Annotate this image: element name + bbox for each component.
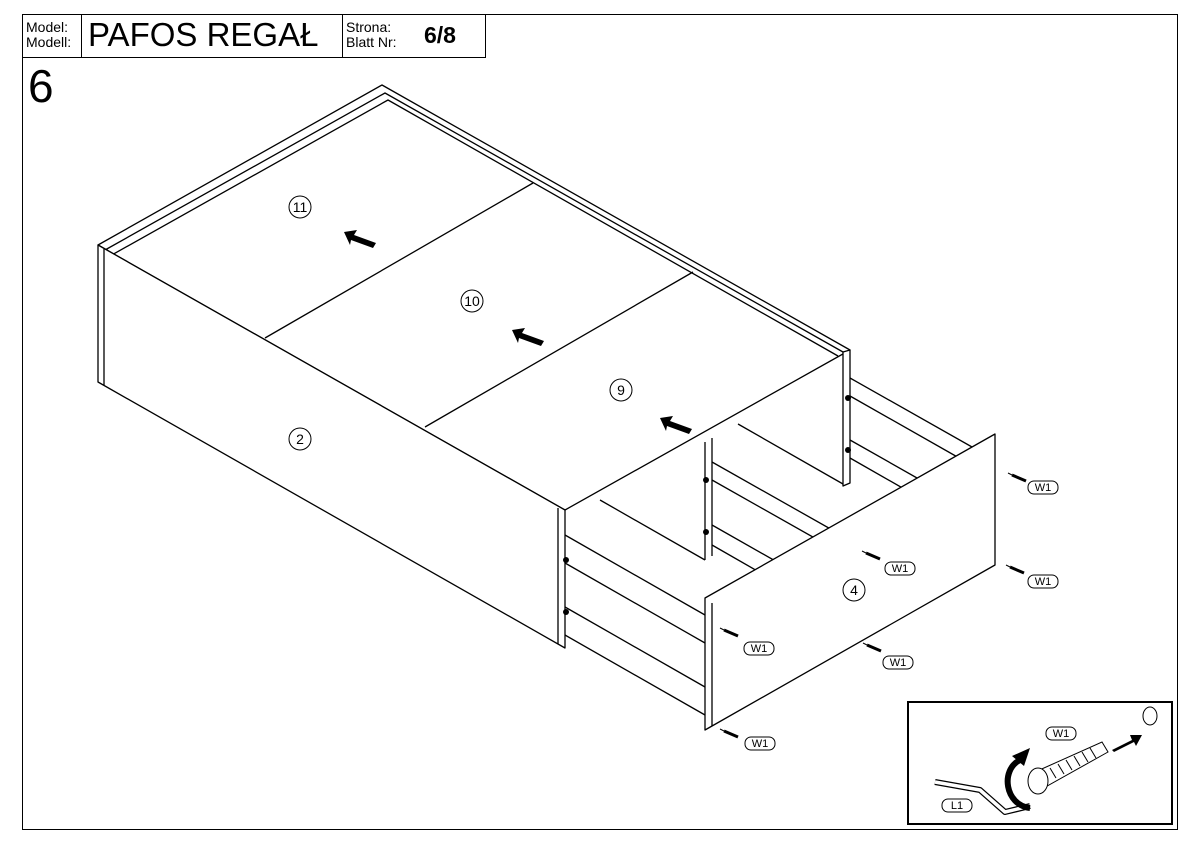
part-4-label: 4 bbox=[850, 582, 858, 598]
page-label: Strona: Blatt Nr: bbox=[342, 14, 420, 58]
part-2-label: 2 bbox=[296, 431, 304, 447]
part-9-label: 9 bbox=[617, 382, 625, 398]
detail-tool-label: L1 bbox=[951, 800, 963, 812]
detail-inset: W1 L1 bbox=[907, 701, 1173, 825]
model-label: Model: Modell: bbox=[22, 14, 82, 58]
detail-screw-label: W1 bbox=[1053, 728, 1070, 740]
screw-label: W1 bbox=[751, 643, 768, 655]
page-number: 6/8 bbox=[418, 14, 486, 58]
drawing-frame bbox=[22, 14, 1178, 830]
screw-label: W1 bbox=[890, 657, 907, 669]
screw-callouts: W1 W1 W1 W1 W1 W1 bbox=[718, 471, 1059, 751]
step-number: 6 bbox=[28, 60, 54, 112]
screw-label: W1 bbox=[752, 738, 769, 750]
part-callouts: 11 10 9 2 4 bbox=[288, 195, 866, 602]
dowel-holes bbox=[563, 395, 851, 615]
screw-label: W1 bbox=[892, 563, 909, 575]
direction-arrows bbox=[344, 230, 692, 434]
part-11-label: 11 bbox=[293, 199, 308, 215]
screw-label: W1 bbox=[1035, 576, 1052, 588]
screw-label: W1 bbox=[1035, 482, 1052, 494]
cabinet-drawing bbox=[97, 84, 996, 731]
part-10-label: 10 bbox=[464, 293, 480, 309]
